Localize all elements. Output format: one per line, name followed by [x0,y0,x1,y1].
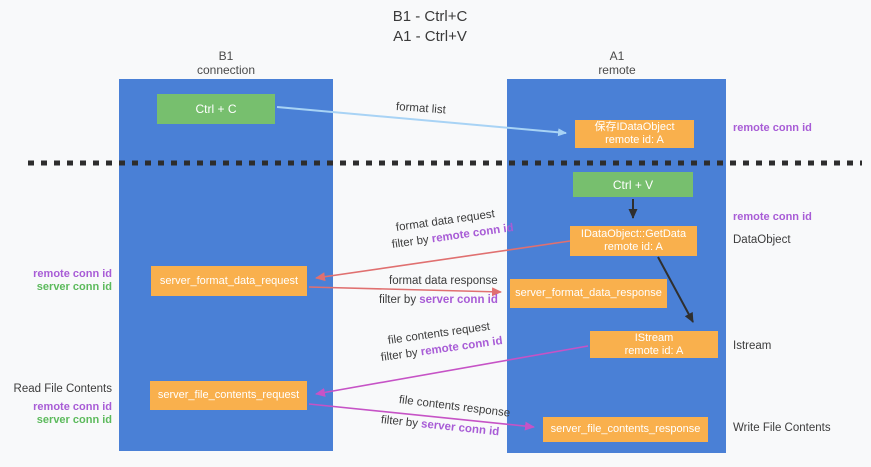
server-file-contents-response-box: server_file_contents_response [543,417,708,442]
format-list-label: format list [395,101,447,117]
left-label-server-conn-id-top: server conn id [36,281,112,293]
ctrl-c-box: Ctrl + C [157,94,275,124]
ctrl-v-box: Ctrl + V [573,172,693,197]
right-label-dataobject: DataObject [733,234,791,246]
filter-by-text: filter by [391,233,433,251]
getdata-box: IDataObject::GetData remote id: A [570,226,697,256]
right-column-header: A1 remote [537,49,697,77]
server-format-data-request-box: server_format_data_request [151,266,307,296]
left-label-server-conn-id-bottom: server conn id [36,414,112,426]
right-column-subtitle: remote [598,63,636,77]
server-conn-id-highlight: server conn id [420,418,500,439]
istream-line1: IStream [634,331,674,344]
format-data-response-arrow [308,286,502,297]
save-dataobject-line1: 保存IDataObject [594,121,675,133]
title-line-2: A1 - Ctrl+V [393,28,467,45]
file-contents-response-label: file contents response [398,394,511,420]
filter-by-text: filter by [380,346,422,364]
server-conn-id-highlight: server conn id [419,294,498,306]
server-format-data-request-label: server_format_data_request [159,274,299,287]
left-column-subtitle: connection [196,63,256,77]
istream-box: IStream remote id: A [590,331,718,358]
server-format-data-response-box: server_format_data_response [510,279,667,308]
right-label-remote-conn-id-mid: remote conn id [733,211,812,223]
save-dataobject-line2: remote id: A [605,134,664,146]
ctrl-v-label: Ctrl + V [612,177,654,192]
title-line-1: B1 - Ctrl+C [392,8,468,25]
save-dataobject-box: 保存IDataObject remote id: A [575,120,694,148]
server-format-data-response-label: server_format_data_response [515,287,662,299]
server-file-contents-request-label: server_file_contents_request [157,389,300,401]
right-label-remote-conn-id-top: remote conn id [733,122,812,134]
format-data-response-filter-label: filter by server conn id [379,294,498,306]
server-file-contents-response-label: server_file_contents_response [550,423,701,435]
left-column-name: B1 [218,49,234,63]
format-data-response-label: format data response [389,275,498,287]
left-label-remote-conn-id-bottom: remote conn id [33,401,112,413]
diagram-title: B1 - Ctrl+C A1 - Ctrl+V [0,7,860,47]
right-column-name: A1 [609,49,625,63]
filter-by-text: filter by [379,294,420,306]
filter-by-text: filter by [380,414,422,431]
getdata-line2: remote id: A [604,241,663,253]
right-label-write-file-contents: Write File Contents [733,422,831,434]
left-label-remote-conn-id-top: remote conn id [33,268,112,280]
right-label-istream: Istream [733,340,772,352]
istream-line2: remote id: A [624,344,684,357]
getdata-line1: IDataObject::GetData [580,228,687,240]
left-column-header: B1 connection [146,49,306,77]
left-label-read-file-contents: Read File Contents [13,383,112,395]
file-contents-response-filter-label: filter by server conn id [380,414,499,438]
ctrl-c-label: Ctrl + C [195,102,237,116]
server-file-contents-request-box: server_file_contents_request [150,381,307,410]
